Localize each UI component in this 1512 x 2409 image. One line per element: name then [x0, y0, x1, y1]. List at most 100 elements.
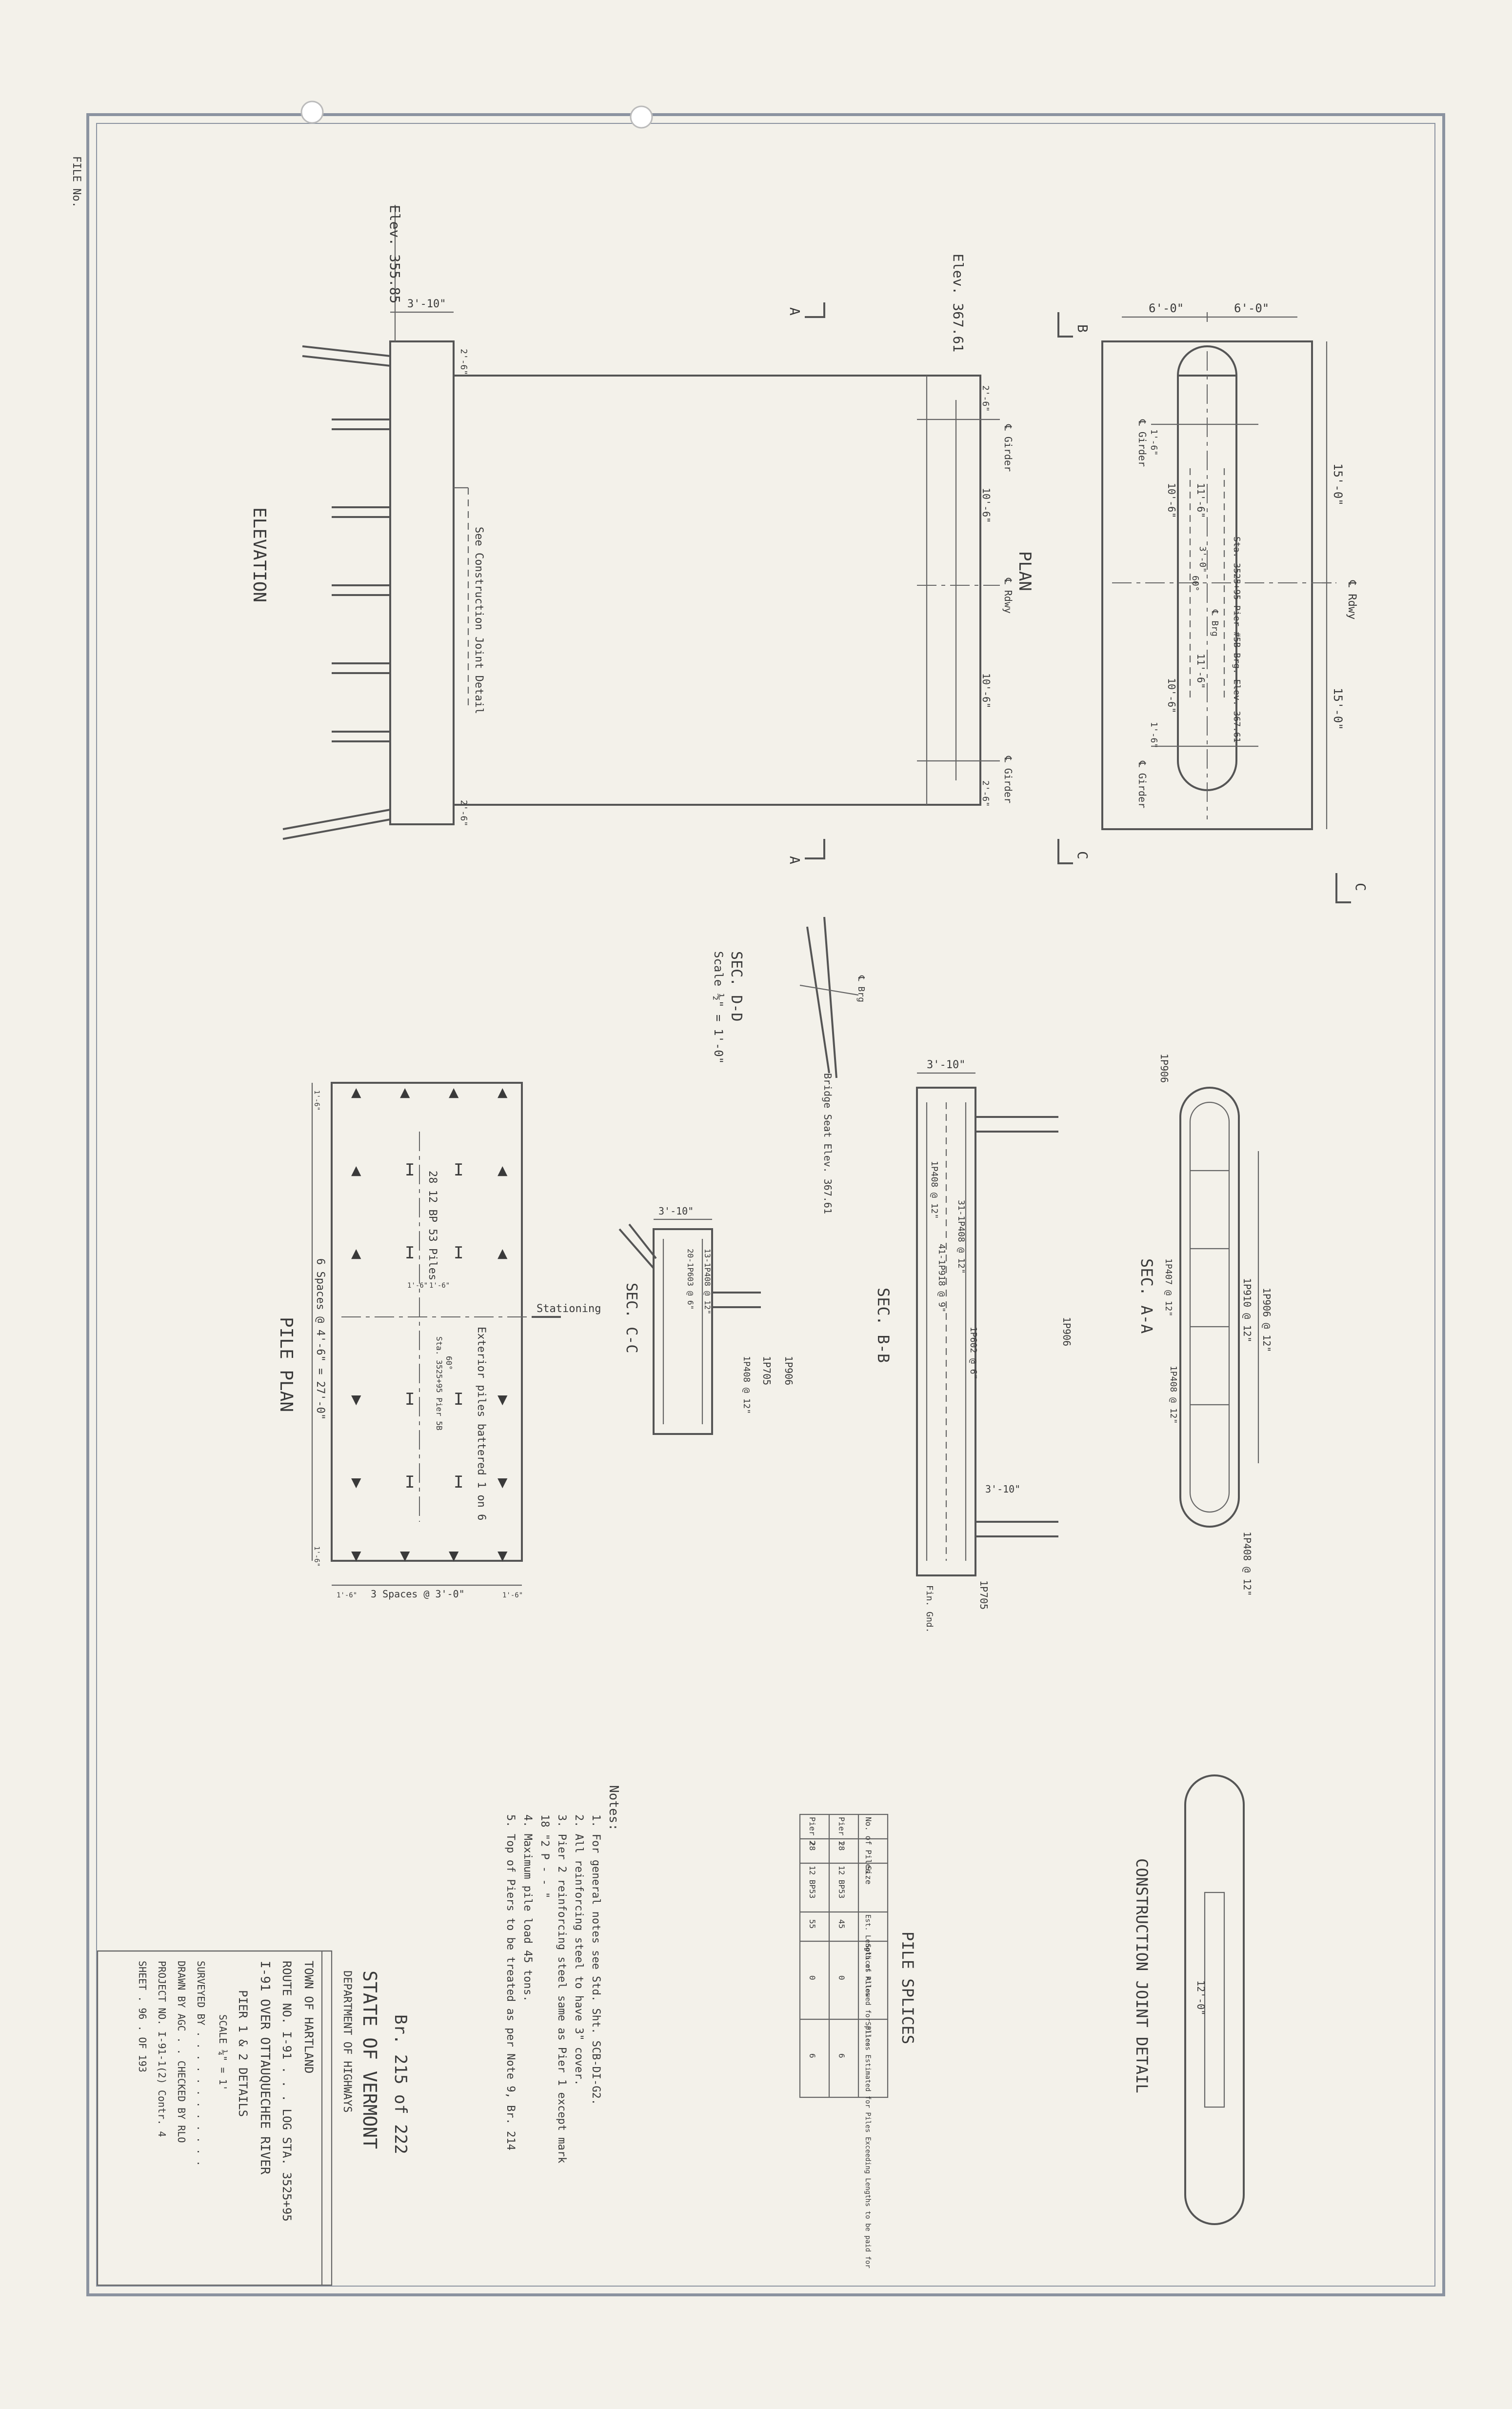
section-bb-bar-1: 1P906 — [1061, 1317, 1073, 1346]
section-bb-bar-6: 1P705 — [978, 1580, 990, 1610]
tb-scale: SCALE ¼" = 1' — [217, 2014, 229, 2091]
ps-header-0: No. of Piles — [864, 1817, 873, 1873]
section-bb-bar-5: 1P602 @ 6" — [968, 1327, 978, 1379]
plan-girder-2: ℄ Girder — [1136, 760, 1148, 808]
plan-dim-right: 6'-0" — [1234, 301, 1269, 315]
section-bb-outline — [916, 1087, 976, 1576]
marker-a-bottom: A — [787, 856, 803, 864]
svg-text:I: I — [405, 1160, 415, 1180]
pile-plan-title: PILE PLAN — [276, 1317, 296, 1412]
svg-text:▲: ▲ — [351, 1243, 361, 1263]
elevation-piles — [282, 345, 391, 840]
section-bb-bar-2: 31-1P408 @ 12" — [956, 1200, 966, 1274]
plan-pier-outline — [1177, 345, 1237, 791]
plan-angle: 60° — [1190, 576, 1200, 592]
ps-r0-c1: 28 — [837, 1841, 846, 1851]
plan-girder-1: ℄ Girder — [1136, 419, 1148, 467]
cj-title: CONSTRUCTION JOINT DETAIL — [1133, 1858, 1151, 2093]
pile-plan-outline — [331, 1082, 523, 1562]
section-aa: SEC. A-A 1P906 1P906 @ 12" 1P910 @ 12" 1… — [1137, 1054, 1273, 1596]
section-aa-bar-3: 1P910 @ 12" — [1241, 1278, 1253, 1342]
svg-text:I: I — [405, 1390, 415, 1409]
plan-girder-3: ℄ Girder — [1002, 424, 1014, 472]
marker-c-right: C — [1353, 883, 1369, 891]
section-aa-bar-5: 1P408 @ 12" — [1168, 1366, 1178, 1424]
ps-r0-c3: 45 — [837, 1919, 846, 1929]
svg-text:▼: ▼ — [497, 1546, 508, 1565]
plan-dim-1-6-a: 1'-6" — [1149, 429, 1159, 456]
notes-line-6: 5. Top of Piers to be treated as per Not… — [504, 1814, 517, 2150]
elevation-dim-2-6-top: 2'-6" — [458, 349, 469, 375]
svg-text:▼: ▼ — [400, 1546, 410, 1565]
section-bb-cover: Fin. Gnd. — [924, 1585, 935, 1633]
pile-splices: PILE SPLICES No. of Piles Size Est. Leng… — [799, 1813, 917, 2269]
svg-text:▲: ▲ — [449, 1082, 459, 1102]
plan-title: PLAN — [1015, 551, 1035, 591]
svg-text:I: I — [454, 1473, 463, 1492]
svg-text:▼: ▼ — [497, 1390, 508, 1409]
section-aa-bar-2: 1P906 @ 12" — [1261, 1288, 1273, 1352]
section-bb: 3'-10" 3'-10" SEC. B-B 1P906 31-1P408 @ … — [874, 1059, 1073, 1633]
ps-r1-c2: 12 BP53 — [808, 1866, 817, 1898]
svg-text:▲: ▲ — [497, 1082, 508, 1102]
plan-dim-10-6-c: 10'-6" — [980, 488, 992, 523]
tb-drawing: PIER 1 & 2 DETAILS — [236, 1990, 250, 2117]
plan-dim-2-6-b: 2'-6" — [980, 780, 991, 807]
tb-sheet: SHEET . 96 . OF 193 — [137, 1961, 148, 2072]
marker-c-top: C — [1074, 851, 1091, 859]
pile-plan-dim-1-6-c: 1'-6" — [337, 1592, 357, 1599]
pile-plan-dim-1-6-b: 1'-6" — [313, 1546, 320, 1567]
svg-text:I: I — [405, 1473, 415, 1492]
ps-r1-c3: 55 — [808, 1919, 817, 1929]
notes-line-5: 4. Maximum pile load 45 tons. — [521, 1814, 534, 2002]
section-aa-bar-6: 1P408 @ 12" — [1241, 1532, 1253, 1596]
ps-header-3: Splices Allowed for Piles — [864, 1944, 872, 2047]
tb-project: PROJECT NO. I-91-1(2) Contr. 4 — [156, 1961, 168, 2137]
plan-dim-11-6-b: 11'-6" — [1195, 654, 1207, 689]
plan-rdwy-2: ℄ Rdwy — [1002, 577, 1014, 614]
ps-header-4: Splices Estimated for Piles Exceeding Le… — [864, 2022, 872, 2269]
tb-dept: DEPARTMENT OF HIGHWAYS — [341, 1971, 353, 2112]
svg-text:▲: ▲ — [400, 1082, 410, 1102]
section-bb-dim-top: 3'-10" — [927, 1059, 965, 1071]
ps-r0-c2: 12 BP53 — [837, 1866, 846, 1898]
section-dd-bridge-seat: Bridge Seat Elev. 367.61 — [822, 1073, 834, 1214]
svg-text:▲: ▲ — [351, 1160, 361, 1180]
plan-footing — [1101, 340, 1313, 830]
svg-text:▼: ▼ — [351, 1473, 361, 1492]
elevation-title: ELEVATION — [249, 507, 269, 602]
section-cc-title: SEC. C-C — [623, 1283, 640, 1354]
margin-stamp: FILE No. — [70, 156, 82, 208]
ps-r0-c0: Pier 1 — [837, 1817, 846, 1845]
section-cc-dim-top: 3'-10" — [658, 1205, 694, 1217]
plan-dim-15-bottom: 15'-0" — [1331, 688, 1345, 730]
section-bb-title: SEC. B-B — [874, 1288, 893, 1363]
elevation-dim-2-6-bot: 2'-6" — [458, 800, 469, 826]
section-aa-bar-4: 1P407 @ 12" — [1163, 1258, 1174, 1316]
notes-line-3: 3. Pier 2 reinforcing steel same as Pier… — [556, 1814, 568, 2163]
tb-drawn: DRAWN BY AGC . . CHECKED BY RLO — [176, 1961, 187, 2143]
pile-plan-dim-1-6-d: 1'-6" — [502, 1592, 523, 1599]
tb-surveyed: SURVEYED BY . . . . . . . . . . . . — [195, 1961, 207, 2166]
svg-text:▼: ▼ — [497, 1473, 508, 1492]
svg-text:▼: ▼ — [449, 1546, 459, 1565]
section-bb-bar-4: 1P408 @ 12" — [929, 1161, 939, 1219]
punch-hole-1 — [300, 100, 324, 124]
notes-line-4: 18 "2 P - - " — [538, 1814, 551, 1898]
ps-r1-c5: 6 — [808, 2053, 817, 2058]
plan-elev: Elev. 367.61 — [950, 254, 966, 352]
elevation-dim-top: 3'-10" — [407, 298, 446, 310]
section-aa-bar-1: 1P906 — [1158, 1054, 1170, 1083]
svg-text:I: I — [454, 1390, 463, 1409]
pile-plan-dim-1-6-e: 1'-6" — [407, 1282, 428, 1290]
pile-plan-angle: 60° — [444, 1356, 454, 1370]
svg-text:I: I — [405, 1243, 415, 1263]
section-dd-brg: ℄ Brg — [856, 975, 866, 1002]
pile-splices-title: PILE SPLICES — [898, 1931, 917, 2044]
ps-r1-c4: 0 — [808, 1975, 817, 1980]
section-cc: 3'-10" SEC. C-C 13-1P408 @ 12" 20-1P603 … — [618, 1205, 795, 1435]
plan-girder-4: ℄ Girder — [1002, 756, 1014, 803]
